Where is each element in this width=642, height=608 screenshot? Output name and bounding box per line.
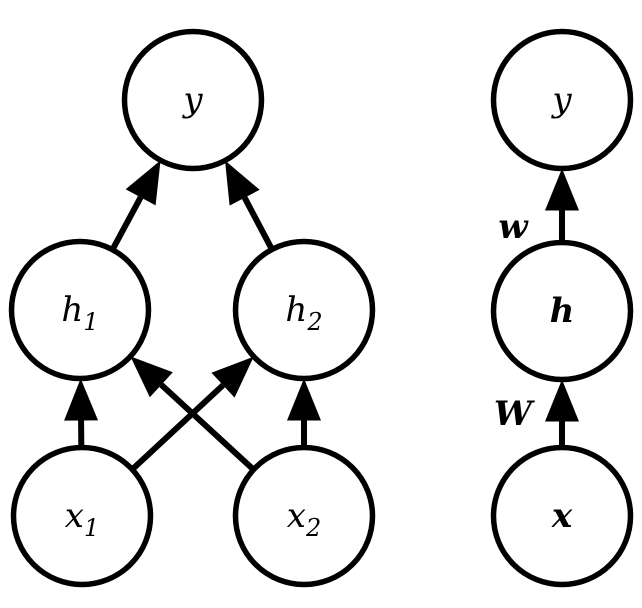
arrowhead-icon-left-x1-to-left-h1 [64,378,99,421]
node-label-right-h: h [550,291,575,331]
arrowhead-icon-left-h2-to-left-y [225,160,260,206]
node-label-left-x2: x2 [287,496,321,542]
arrowhead-icon-left-x2-to-left-h2 [287,378,321,421]
arrowhead-icon-right-h-to-right-y [545,168,579,211]
node-circle-left-x1 [10,444,154,588]
node-circle-left-h1 [8,238,152,382]
node-circle-left-y [121,28,265,172]
edge-line-left-x2-to-left-h1 [159,382,256,472]
arrowhead-icon-right-x-to-right-h [545,379,579,422]
edge-line-left-x1-to-left-h2 [130,382,226,472]
node-label-left-h2: h2 [285,290,322,336]
edge-line-left-h2-to-left-y [241,196,275,251]
arrowhead-icon-left-h1-to-left-y [125,160,161,206]
node-label-right-x: x [551,496,573,536]
edge-weight-label-w: w [498,207,529,247]
arrowhead-icon-left-x2-to-left-h1 [130,356,173,398]
node-label-left-h1: h1 [61,290,98,336]
node-label-left-x1: x1 [65,496,99,542]
edge-weight-label-W: W [494,394,535,434]
arrowhead-icon-left-x1-to-left-h2 [211,356,254,398]
node-label-left-y: y [181,80,203,120]
node-label-right-y: y [550,80,572,120]
edge-line-left-h1-to-left-y [109,195,144,252]
